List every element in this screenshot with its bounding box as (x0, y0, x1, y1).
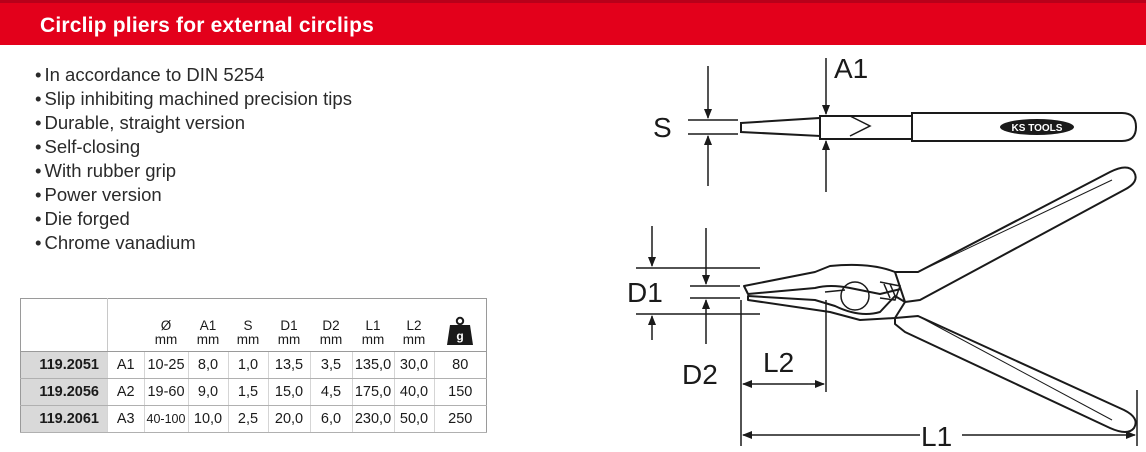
feature-list: •In accordance to DIN 5254 •Slip inhibit… (35, 63, 352, 255)
feature-item: •Power version (35, 184, 162, 205)
pliers-side-view (740, 112, 1138, 142)
dimension-d1-d2 (636, 226, 760, 344)
article-number: 119.2056 (20, 378, 108, 406)
table-cell: 230,0 (352, 405, 395, 433)
table-cell: 20,0 (268, 405, 311, 433)
pliers-front-view (743, 166, 1137, 433)
table-cell: 9,0 (188, 378, 229, 406)
table-cell: 135,0 (352, 351, 395, 379)
label-s: S (653, 112, 672, 143)
dimension-l1 (742, 390, 1138, 446)
column-header-article (20, 298, 108, 352)
svg-text:KS TOOLS: KS TOOLS (1012, 123, 1063, 134)
feature-item: •Die forged (35, 208, 130, 229)
weight-icon: g (447, 316, 473, 345)
table-cell: 150 (434, 378, 487, 406)
label-d1: D1 (627, 277, 663, 308)
table-row: 119.2061 A3 40-100 10,0 2,5 20,0 6,0 230… (20, 405, 487, 433)
table-cell: 30,0 (394, 351, 435, 379)
table-cell: 4,5 (310, 378, 353, 406)
article-number: 119.2061 (20, 405, 108, 433)
table-cell: 19-60 (144, 378, 189, 406)
feature-item: •In accordance to DIN 5254 (35, 64, 265, 85)
label-d2: D2 (682, 359, 718, 390)
page-title: Circlip pliers for external circlips (40, 14, 374, 37)
pliers-detail (824, 179, 1113, 421)
label-l1: L1 (921, 421, 952, 452)
table-cell: 40,0 (394, 378, 435, 406)
feature-item: •Chrome vanadium (35, 232, 196, 253)
column-header-type (107, 298, 144, 352)
title-banner: Circlip pliers for external circlips (0, 0, 1146, 45)
table-cell: A2 (107, 378, 145, 406)
table-cell: 10,0 (188, 405, 229, 433)
table-row: 119.2056 A2 19-60 9,0 1,5 15,0 4,5 175,0… (20, 378, 487, 406)
table-cell: 13,5 (268, 351, 311, 379)
pliers-technical-drawing: KS TOOLS S A1 (627, 53, 1138, 452)
feature-item: •Self-closing (35, 136, 141, 157)
table-cell: 15,0 (268, 378, 311, 406)
dimension-l2 (740, 300, 827, 446)
column-header-weight: g (434, 298, 487, 352)
table-cell: 2,5 (228, 405, 269, 433)
ks-tools-logo: KS TOOLS (1000, 119, 1074, 135)
table-cell: 10-25 (144, 351, 189, 379)
feature-item: •Slip inhibiting machined precision tips (35, 88, 352, 109)
table-cell: 1,5 (228, 378, 269, 406)
table-cell: A3 (107, 405, 145, 433)
table-cell: A1 (107, 351, 145, 379)
dimension-s (688, 66, 738, 186)
table-cell: 8,0 (188, 351, 229, 379)
svg-text:g: g (456, 329, 463, 343)
table-cell: 1,0 (228, 351, 269, 379)
table-cell: 250 (434, 405, 487, 433)
label-a1: A1 (834, 53, 868, 84)
table-cell: 6,0 (310, 405, 353, 433)
table-cell: 50,0 (394, 405, 435, 433)
table-cell: 175,0 (352, 378, 395, 406)
feature-item: •With rubber grip (35, 160, 177, 181)
feature-item: •Durable, straight version (35, 112, 245, 133)
article-number: 119.2051 (20, 351, 108, 379)
table-cell: 40-100 (144, 405, 189, 433)
table-cell: 3,5 (310, 351, 353, 379)
label-l2: L2 (763, 347, 794, 378)
table-cell: 80 (434, 351, 487, 379)
table-row: 119.2051 A1 10-25 8,0 1,0 13,5 3,5 135,0… (20, 351, 487, 379)
